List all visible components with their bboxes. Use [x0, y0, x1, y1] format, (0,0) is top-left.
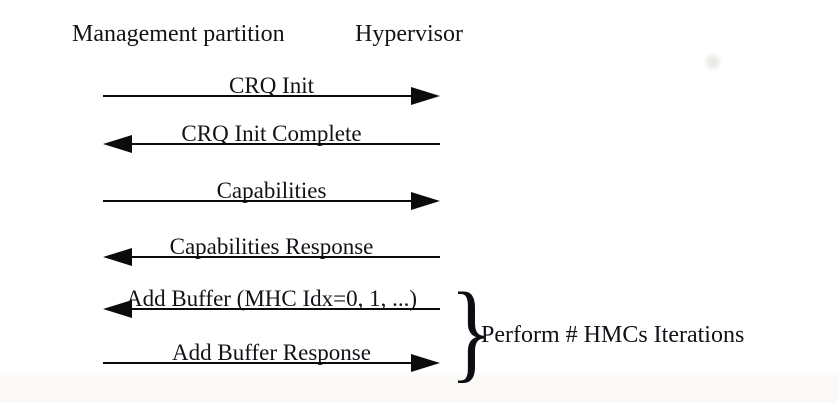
- message-label: Add Buffer Response: [172, 340, 371, 365]
- message-row-crq-init: CRQ Init: [103, 65, 440, 105]
- iteration-annotation-label: Perform # HMCs Iterations: [481, 322, 745, 348]
- message-line: [125, 308, 440, 310]
- message-line: [103, 362, 416, 364]
- arrowhead-right-icon: [411, 192, 440, 210]
- message-line: [103, 95, 416, 97]
- message-label: CRQ Init: [229, 73, 314, 98]
- arrowhead-right-icon: [411, 354, 440, 372]
- arrowhead-right-icon: [411, 87, 440, 105]
- message-line: [103, 200, 416, 202]
- actor-hypervisor: Hypervisor: [355, 21, 463, 47]
- arrowhead-left-icon: [103, 135, 132, 153]
- actor-management-partition: Management partition: [72, 21, 285, 47]
- message-line: [125, 256, 440, 258]
- message-row-crq-init-complete: CRQ Init Complete: [103, 113, 440, 153]
- message-label: Capabilities: [216, 178, 327, 203]
- curly-brace-icon: }: [450, 270, 493, 392]
- message-row-add-buffer-response: Add Buffer Response: [103, 332, 440, 372]
- message-row-add-buffer: Add Buffer (MHC Idx=0, 1, ...): [103, 278, 440, 318]
- message-row-capabilities-response: Capabilities Response: [103, 226, 440, 266]
- arrowhead-left-icon: [103, 300, 132, 318]
- arrowhead-left-icon: [103, 248, 132, 266]
- message-row-capabilities: Capabilities: [103, 170, 440, 210]
- message-label: CRQ Init Complete: [181, 121, 362, 146]
- message-label: Capabilities Response: [169, 234, 374, 259]
- scan-smudge-artifact: [704, 53, 722, 71]
- message-label: Add Buffer (MHC Idx=0, 1, ...): [125, 286, 418, 311]
- message-line: [125, 143, 440, 145]
